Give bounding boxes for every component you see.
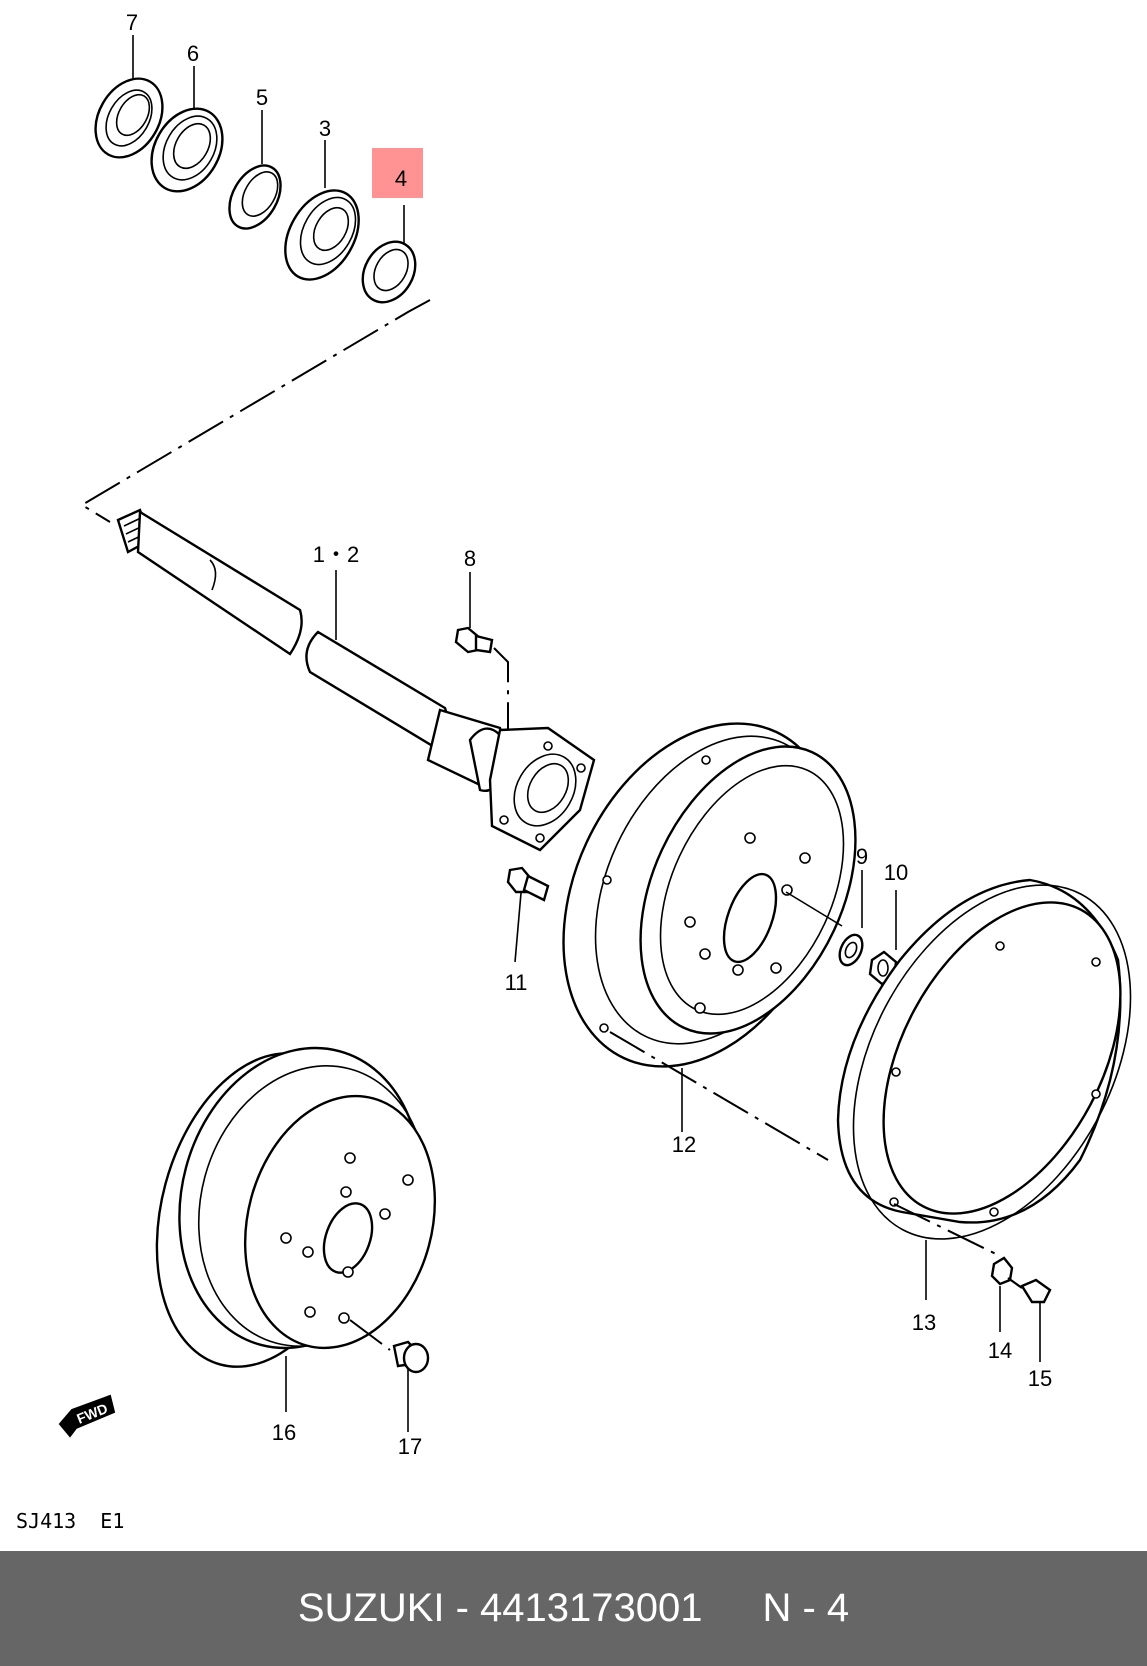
callout-17: 17 xyxy=(398,1434,422,1459)
callout-8: 8 xyxy=(464,546,476,571)
callout-15: 15 xyxy=(1028,1366,1052,1391)
nut-14 xyxy=(990,1256,1014,1286)
axle-shaft xyxy=(116,508,507,792)
model-code: SJ413 E1 xyxy=(16,1509,124,1533)
washer-9 xyxy=(838,933,864,967)
brake-drum-16 xyxy=(155,1046,437,1368)
callout-10: 10 xyxy=(884,860,908,885)
fwd-label: FWD xyxy=(74,1400,110,1427)
axle-flange xyxy=(488,726,596,852)
bolt-11 xyxy=(506,866,550,902)
callout-3: 3 xyxy=(319,116,331,141)
callout-12: 12 xyxy=(672,1132,696,1157)
callout-9: 9 xyxy=(856,844,868,869)
plug-17 xyxy=(392,1340,430,1374)
fwd-arrow-icon: FWD xyxy=(58,1394,116,1438)
callout-7: 7 xyxy=(126,10,138,35)
backing-plate-12 xyxy=(562,722,857,1068)
bearing-3 xyxy=(284,189,360,281)
callout-5: 5 xyxy=(256,85,268,110)
screw-15 xyxy=(1007,1277,1052,1304)
backing-ring-13 xyxy=(836,878,1132,1240)
callout-14: 14 xyxy=(988,1338,1012,1363)
callout-1-2: 1・2 xyxy=(313,542,359,567)
callout-11: 11 xyxy=(505,970,528,995)
footer-bar: SUZUKI - 4413173001 N - 4 xyxy=(0,1551,1147,1666)
callout-13: 13 xyxy=(912,1310,936,1335)
oil-seal-7 xyxy=(94,77,164,159)
callout-16: 16 xyxy=(272,1420,296,1445)
seal-4 xyxy=(361,240,417,304)
spacer-5 xyxy=(228,164,282,230)
exploded-parts-diagram: FWD 7 6 5 3 4 1・2 8 11 9 10 12 13 14 15 … xyxy=(16,10,1132,1533)
callout-4: 4 xyxy=(395,166,407,191)
callout-6: 6 xyxy=(187,41,199,66)
footer-ref: N - 4 xyxy=(762,1586,850,1630)
bearing-6 xyxy=(150,107,224,193)
footer-part-number: SUZUKI - 4413173001 xyxy=(297,1586,703,1630)
bolt-8 xyxy=(454,626,494,654)
highlight-box xyxy=(372,148,423,198)
